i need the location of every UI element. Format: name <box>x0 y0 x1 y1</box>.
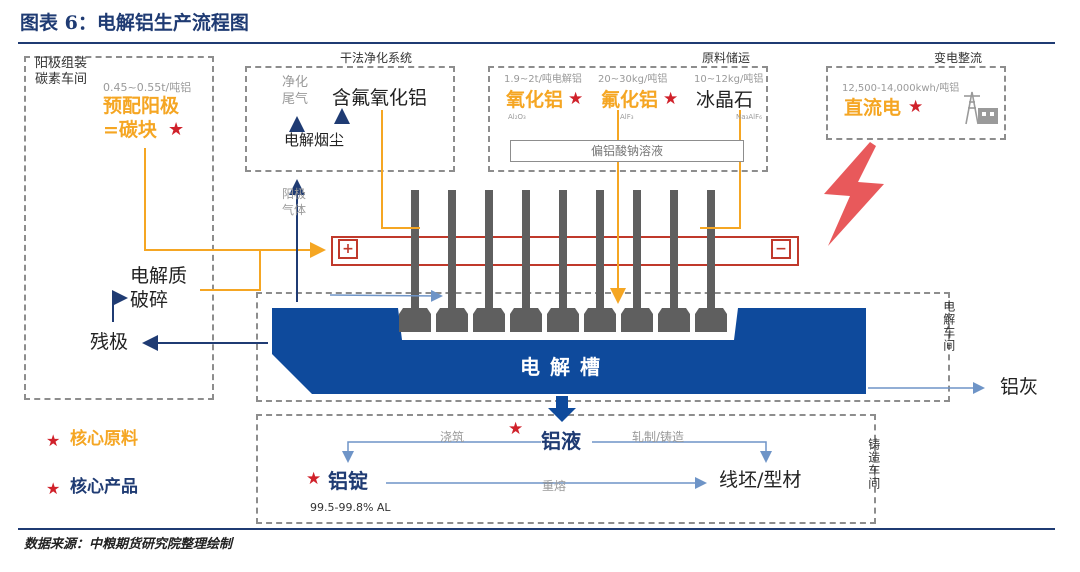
anode-carbon-block: =碳块 <box>103 119 157 141</box>
alumina-usage: 1.9~2t/吨电解铝 <box>504 74 582 85</box>
ingot-purity: 99.5-99.8% AL <box>310 501 391 514</box>
liquid-aluminum: 铝液 <box>541 429 581 453</box>
legend-product-star-icon: ★ <box>46 479 61 498</box>
minus-terminal: − <box>771 239 791 259</box>
header-rule <box>18 42 1055 44</box>
direct-current: 直流电 <box>844 97 902 119</box>
dry-purification-box <box>245 66 455 172</box>
residual-anode: 残极 <box>90 331 129 353</box>
legend-core-material: 核心原料 <box>70 429 138 449</box>
cryolite-formula: Na₃AlF₆ <box>736 113 762 121</box>
power-station-icon <box>964 91 998 125</box>
legend-material-star-icon: ★ <box>46 431 61 450</box>
rectifier-label: 变电整流 <box>932 51 985 66</box>
aluminum-dross: 铝灰 <box>1000 376 1039 398</box>
sodium-aluminate-solution: 偏铝酸钠溶液 <box>510 140 744 162</box>
cryolite-usage: 10~12kg/吨铝 <box>694 74 764 85</box>
plus-terminal: + <box>338 239 358 259</box>
alumina: 氧化铝 <box>506 89 564 111</box>
anode-usage: 0.45~0.55t/吨铝 <box>103 81 192 94</box>
raw-storage-label: 原料储运 <box>700 51 753 66</box>
anode-name: 预配阳极 <box>103 95 180 117</box>
liquid-star-icon: ★ <box>508 419 524 439</box>
alumina-formula: Al₂O₃ <box>508 113 526 121</box>
anode-assembly <box>399 190 727 332</box>
anode-gas: 阳极 <box>282 187 307 201</box>
source-note: 数据来源：中粮期货研究院整理绘制 <box>24 537 233 552</box>
anode-workshop-label: 阳极组装碳素车间 <box>35 56 88 87</box>
footer-rule <box>18 528 1055 530</box>
rolling-casting-label: 轧制/铸造 <box>632 430 685 444</box>
fluoride-usage: 20~30kg/吨铝 <box>598 74 668 85</box>
alumina-star-icon: ★ <box>568 89 584 109</box>
power-star-icon: ★ <box>908 97 924 117</box>
anode-gas-2: 气体 <box>282 203 307 217</box>
pouring-label: 浇筑 <box>440 430 465 444</box>
electrolyte: 电解质 <box>130 265 188 287</box>
purified-gas: 净化 <box>282 75 309 90</box>
fluoride-alumina: 含氟氧化铝 <box>332 87 428 109</box>
anode-star-icon: ★ <box>168 119 185 140</box>
anode-workshop-box <box>24 56 214 400</box>
electrolysis-dust: 电解烟尘 <box>284 131 345 149</box>
fluoride-star-icon: ★ <box>663 89 679 109</box>
lightning-icon <box>824 142 884 246</box>
fluoride-formula: AlF₃ <box>620 113 634 121</box>
aluminum-ingot: 铝锭 <box>328 469 368 493</box>
power-usage: 12,500-14,000kwh/吨铝 <box>842 83 960 94</box>
aluminum-fluoride: 氟化铝 <box>601 89 659 111</box>
cryolite: 冰晶石 <box>696 89 754 111</box>
purified-gas-2: 尾气 <box>282 92 309 107</box>
electrolysis-workshop-label: 电解车间 <box>941 300 956 352</box>
wire-rod-profiles: 线坯/型材 <box>719 469 802 491</box>
dry-purification-label: 干法净化系统 <box>338 51 415 66</box>
raw-storage-box <box>488 66 768 172</box>
electrolyte-crushing: 破碎 <box>130 289 169 311</box>
casting-workshop-label: 铸造车间 <box>866 438 881 490</box>
chart-title: 图表 6：电解铝生产流程图 <box>20 12 249 34</box>
legend-core-product: 核心产品 <box>70 477 138 497</box>
electrolysis-cell-label: 电解槽 <box>520 355 610 379</box>
remelt-label: 重熔 <box>542 479 567 493</box>
rectifier-box <box>826 66 1006 140</box>
ingot-star-icon: ★ <box>306 469 322 489</box>
